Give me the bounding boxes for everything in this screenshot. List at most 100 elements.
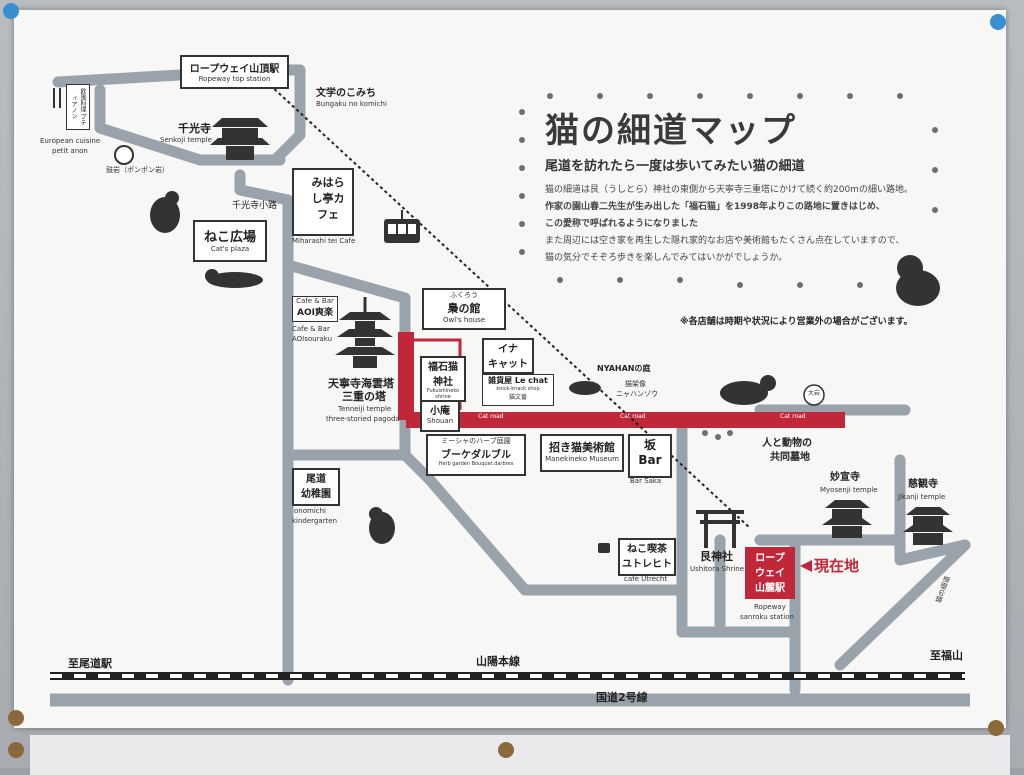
sanroku-jp-2: ウェイ bbox=[755, 568, 785, 579]
ushitora-en: Ushitora Shrine bbox=[690, 565, 745, 573]
shoan-jp: 小庵 bbox=[430, 406, 450, 417]
owl-en: Owl's house bbox=[442, 316, 486, 324]
fukuishi-en-1: Fukuishineko bbox=[426, 388, 460, 394]
description-line-1: 猫の細道は艮（うしとら）神社の東側から天寧寺三重塔にかけて続く約200mの細い路… bbox=[545, 185, 913, 195]
neko-plaza-en: Cat's plaza bbox=[210, 245, 250, 253]
torii-icon bbox=[696, 510, 744, 548]
utrecht-box: ねこ喫茶 ユトレヒト bbox=[618, 538, 676, 576]
map-title: 猫の細道マップ bbox=[545, 111, 797, 151]
sanroku-en-1: Ropeway bbox=[754, 603, 786, 611]
kindergarten-jp-1: 尾道 bbox=[306, 474, 326, 485]
aoi-box: Cafe & Bar AOI爽楽 bbox=[292, 296, 338, 322]
ropeway-sanroku-box: ロープ ウェイ 山麓駅 bbox=[745, 547, 795, 599]
fukuishi-jp-2: 神社 bbox=[433, 377, 453, 388]
restaurant-icon bbox=[53, 88, 61, 108]
hito-jp-1: 人と動物の bbox=[762, 438, 812, 449]
pin-bottom-mid bbox=[498, 742, 514, 758]
pin-bottom-left-2 bbox=[8, 742, 24, 758]
senkoji-en: Senkoji temple bbox=[160, 136, 212, 144]
maneki-box: 招き猫美術館 Manekineko Museum bbox=[540, 434, 624, 472]
temple-icon-senkoji bbox=[210, 118, 270, 160]
map-subtitle: 尾道を訪れたら一度は歩いてみたい猫の細道 bbox=[545, 159, 805, 174]
saka-en: Bar Saka bbox=[630, 477, 662, 485]
fukuishi-box: 福石猫 神社 Fukuishineko shrine bbox=[420, 356, 466, 402]
paw-prints bbox=[519, 93, 938, 440]
bungaku-jp: 文学のこみち bbox=[316, 88, 376, 99]
owl-jp: 梟の館 bbox=[447, 302, 481, 315]
miharashi-jp: みはらし亭カフェ bbox=[311, 176, 345, 221]
maneki-en: Manekineko Museum bbox=[545, 455, 619, 463]
neko-plaza-box: ねこ広場 Cat's plaza bbox=[193, 220, 267, 262]
description-line-2: 作家の園山春二先生が生み出した「福石猫」を1998年よりこの路地に置きはじめ、 bbox=[545, 202, 885, 212]
to-onomichi-label: 至尾道駅 bbox=[68, 657, 112, 670]
senkoji-path-jp: 千光寺小路 bbox=[232, 201, 278, 211]
pin-bottom-right bbox=[988, 720, 1004, 736]
ropeway-top-en: Ropeway top station bbox=[198, 75, 271, 83]
saka-jp-1: 坂 bbox=[643, 438, 656, 452]
cat-road-label-3: Cat road bbox=[780, 413, 806, 420]
myosenji-en: Myosenji temple bbox=[820, 486, 878, 494]
ooiwa-icon bbox=[803, 384, 825, 406]
roads bbox=[52, 64, 971, 696]
owl-house-box: ふくろう 梟の館 Owl's house bbox=[422, 288, 506, 330]
road-top-right bbox=[269, 64, 306, 166]
pagoda-icon bbox=[335, 297, 395, 368]
pin-top-right bbox=[990, 14, 1006, 30]
aoi-en-2: AOIsouraku bbox=[292, 335, 333, 343]
european-en-1: European cuisine bbox=[40, 137, 101, 145]
bungaku-en: Bungaku no komichi bbox=[316, 100, 387, 108]
road-top bbox=[52, 69, 186, 88]
road-senkoji-path bbox=[234, 169, 294, 271]
herb-box: ミーシャのハーブ庭園 ブーケダルブル Herb garden Bouquet.d… bbox=[426, 434, 526, 476]
current-location-label: 現在地 bbox=[814, 557, 860, 575]
tenneiji-jp-1: 天寧寺海雲塔 bbox=[328, 377, 394, 390]
sanroku-jp-3: 山麓駅 bbox=[755, 583, 785, 594]
ushitora-jp: 艮神社 bbox=[700, 550, 733, 563]
sanroku-jp-1: ロープ bbox=[755, 553, 785, 564]
temple-icon-jikanji bbox=[903, 507, 953, 545]
european-cuisine-box: 欧風料理 プティアノン bbox=[66, 84, 90, 130]
ooiwa-jp: 大岩 bbox=[808, 390, 821, 397]
utrecht-en: cafe Utrecht bbox=[624, 575, 668, 583]
herb-en: Herb garden Bouquet.darbres bbox=[438, 461, 514, 467]
lechat-en: knick-knack shop bbox=[496, 386, 540, 392]
jikanji-en: Jikanji temple bbox=[898, 493, 946, 501]
herb-jp-1: ミーシャのハーブ庭園 bbox=[441, 437, 511, 445]
pin-bottom-left bbox=[8, 710, 24, 726]
hito-jp-2: 共同墓地 bbox=[770, 452, 810, 463]
kindergarten-jp-2: 幼稚園 bbox=[301, 489, 331, 500]
pin-top-left bbox=[3, 3, 19, 19]
ropeway-top-station: ロープウェイ山頂駅 Ropeway top station bbox=[180, 55, 289, 89]
herb-jp-2: ブーケダルブル bbox=[441, 450, 511, 461]
ropeway-line bbox=[269, 84, 751, 529]
notice-text: ※各店舗は時期や状況により営業外の場合がございます。 bbox=[680, 317, 913, 327]
lechat-jp: 雑貨屋 Le chat bbox=[488, 376, 548, 385]
temple-icon-myosenji bbox=[822, 500, 872, 538]
saka-box: 坂 Bar bbox=[628, 434, 672, 478]
utrecht-jp-2: ユトレヒト bbox=[622, 559, 672, 570]
kindergarten-en-1: onomichi bbox=[294, 507, 326, 515]
tenneiji-en-2: three-storied pagoda bbox=[326, 415, 400, 423]
nyahan-sub-1: 猫架像 bbox=[625, 380, 646, 388]
miharashi-box: みはらし亭カフェ bbox=[292, 168, 354, 236]
maneki-jp: 招き猫美術館 bbox=[549, 441, 615, 454]
owl-ruby: ふくろう bbox=[450, 291, 478, 299]
lechat-box: 雑貨屋 Le chat knick-knack shop 猫文番 bbox=[482, 374, 554, 406]
sanyo-line-label: 山陽本線 bbox=[476, 655, 520, 668]
route2-label: 国道2号線 bbox=[596, 691, 648, 704]
aoi-jp: AOI爽楽 bbox=[297, 308, 333, 318]
inna-jp-2: キャット bbox=[488, 359, 528, 370]
kindergarten-box: 尾道 幼稚園 bbox=[292, 468, 340, 506]
neko-plaza-jp: ねこ広場 bbox=[203, 230, 256, 245]
road-right-diagonal bbox=[834, 539, 971, 671]
european-jp: 欧風料理 プティアノン bbox=[70, 88, 86, 126]
nyahan-sub-2: ニャハンゾウ bbox=[616, 390, 658, 398]
sanroku-en-2: sanroku station bbox=[740, 613, 794, 621]
description-line-5: 猫の気分でそぞろ歩きを楽しんでみてはいかがでしょうか。 bbox=[545, 253, 788, 263]
aoi-top: Cafe & Bar bbox=[296, 297, 334, 305]
tsuzumi-rock-icon bbox=[114, 145, 134, 165]
jikanji-jp: 慈観寺 bbox=[908, 479, 938, 490]
lechat-sub: 猫文番 bbox=[508, 394, 527, 401]
tsuzumi-jp: 鼓岩（ポンポン岩） bbox=[106, 166, 169, 174]
aoi-en-1: Cafe & Bar bbox=[292, 325, 330, 333]
